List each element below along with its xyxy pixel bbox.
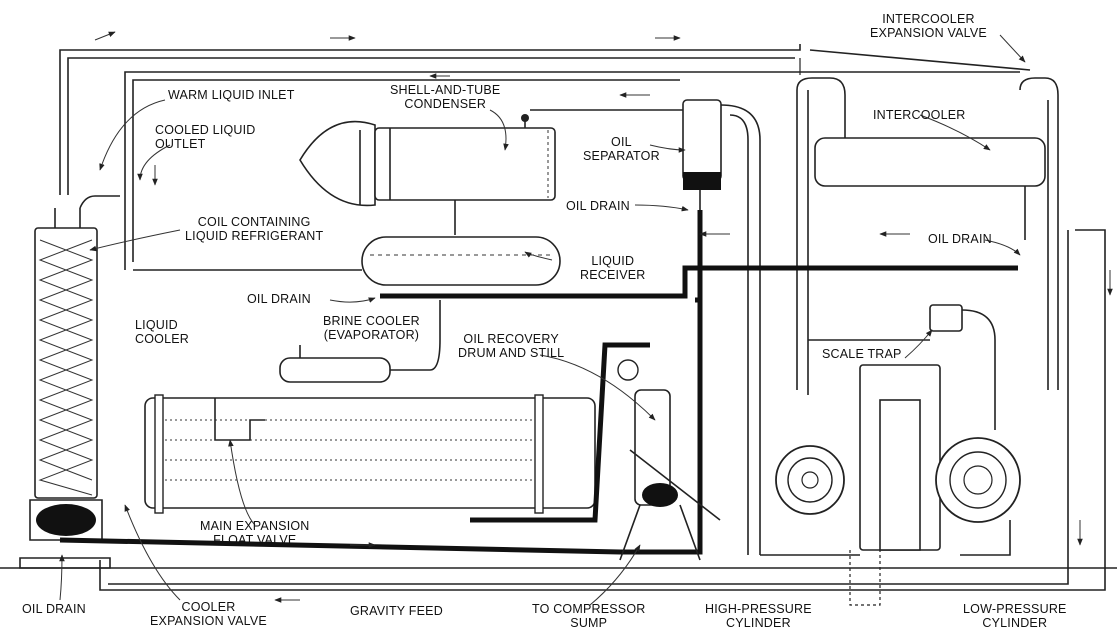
label-low-pressure-cylinder: LOW-PRESSURE CYLINDER [963,602,1067,630]
label-cooler-expansion-valve: COOLER EXPANSION VALVE [150,600,267,628]
top-liquid-line [59,44,1031,195]
label-intercooler: INTERCOOLER [873,108,966,122]
liquid-receiver [133,236,561,286]
label-brine-cooler: BRINE COOLER (EVAPORATOR) [323,314,420,342]
label-shell-and-tube-condenser: SHELL-AND-TUBE CONDENSER [390,83,501,111]
oil-recovery-drum [617,359,721,561]
oil-drain-thick-line [380,265,1018,299]
oil-separator [530,99,761,555]
label-cooled-liquid-outlet: COOLED LIQUID OUTLET [155,123,256,151]
label-oil-drain-bottom: OIL DRAIN [22,602,86,616]
label-coil-containing-refrigerant: COIL CONTAINING LIQUID REFRIGERANT [185,215,324,243]
leader-lines [59,34,1026,606]
label-oil-drain-intercooler: OIL DRAIN [928,232,992,246]
label-warm-liquid-inlet: WARM LIQUID INLET [168,88,295,102]
label-oil-drain-separator: OIL DRAIN [566,199,630,213]
liquid-cooler [19,195,120,569]
scale-trap [808,304,996,430]
gravity-feed-line [99,229,1106,591]
label-liquid-receiver: LIQUID RECEIVER [580,254,646,282]
label-gravity-feed: GRAVITY FEED [350,604,443,618]
label-liquid-cooler: LIQUID COOLER [135,318,189,346]
label-oil-separator: OIL SEPARATOR [583,135,660,163]
flow-arrows [94,31,1113,603]
label-intercooler-expansion-valve: INTERCOOLER EXPANSION VALVE [870,12,987,40]
high-pressure-cylinder [760,364,941,606]
label-high-pressure-cylinder: HIGH-PRESSURE CYLINDER [705,602,812,630]
label-to-compressor-sump: TO COMPRESSOR SUMP [532,602,646,630]
low-pressure-cylinder [935,437,1021,556]
second-liquid-line [124,71,1020,270]
main-thick-line [59,300,703,555]
brine-cooler [144,300,596,514]
label-main-expansion-float-valve: MAIN EXPANSION FLOAT VALVE [200,519,310,547]
shell-and-tube-condenser [299,114,556,235]
label-scale-trap: SCALE TRAP [822,347,902,361]
label-oil-recovery-drum: OIL RECOVERY DRUM AND STILL [458,332,565,360]
label-oil-drain-receiver: OIL DRAIN [247,292,311,306]
